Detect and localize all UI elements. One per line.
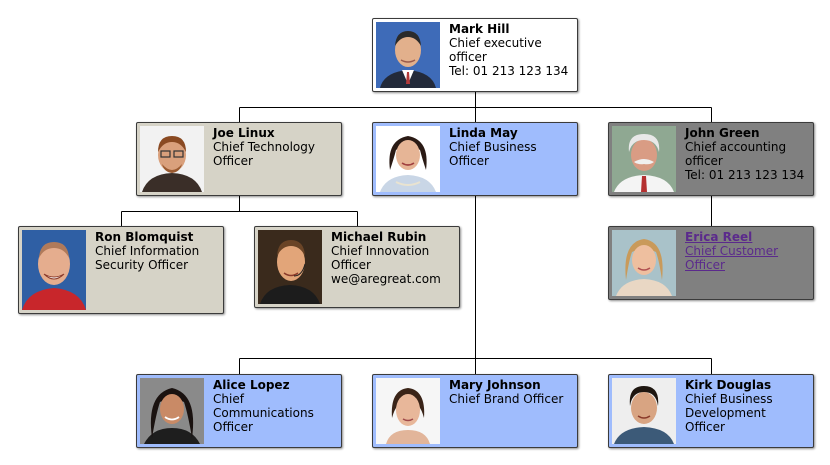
title-ron-blomquist-1: Chief Information (95, 244, 200, 258)
title-linda-may: Chief Business Officer (449, 140, 537, 168)
connector-ceo-to-row1 (239, 92, 712, 122)
title-joe-linux-2: Officer (213, 154, 253, 168)
title-john-green-1: Chief accounting (685, 140, 787, 154)
photo-michael-rubin (258, 230, 322, 304)
title-kirk-douglas-2: Development Officer (685, 406, 766, 434)
title-erica-reel: Chief Customer Officer (685, 244, 779, 272)
node-kirk-douglas[interactable]: Kirk Douglas Chief Business Development … (608, 374, 814, 448)
connector-joe-to-reports (121, 196, 358, 226)
photo-mary-johnson (376, 378, 440, 444)
node-mark-hill[interactable]: Mark Hill Chief executive officer Tel: 0… (372, 18, 578, 92)
phone-mark-hill: Tel: 01 213 123 134 (449, 64, 569, 78)
connector-linda-to-reports (239, 196, 712, 374)
title-alice-lopez-2: Officer (213, 420, 253, 434)
node-mary-johnson[interactable]: Mary Johnson Chief Brand Officer (372, 374, 578, 448)
name-mary-johnson: Mary Johnson (449, 378, 541, 392)
name-alice-lopez: Alice Lopez (213, 378, 290, 392)
photo-mark-hill (376, 22, 440, 88)
node-ron-blomquist[interactable]: Ron Blomquist Chief Information Security… (18, 226, 224, 314)
info-kirk-douglas: Kirk Douglas Chief Business Development … (685, 378, 809, 434)
node-joe-linux[interactable]: Joe Linux Chief Technology Officer (136, 122, 342, 196)
node-michael-rubin[interactable]: Michael Rubin Chief Innovation Officer w… (254, 226, 460, 308)
photo-linda-may (376, 126, 440, 192)
node-linda-may[interactable]: Linda May Chief Business Officer (372, 122, 578, 196)
title-michael-rubin-1: Chief Innovation (331, 244, 430, 258)
name-mark-hill: Mark Hill (449, 22, 510, 36)
phone-john-green: Tel: 01 213 123 134 (685, 168, 805, 182)
photo-kirk-douglas (612, 378, 676, 444)
email-michael-rubin: we@aregreat.com (331, 272, 441, 286)
title-mark-hill: Chief executive officer (449, 36, 542, 64)
photo-joe-linux (140, 126, 204, 192)
name-john-green: John Green (685, 126, 760, 140)
info-mary-johnson: Mary Johnson Chief Brand Officer (449, 378, 573, 406)
title-john-green-2: officer (685, 154, 723, 168)
node-erica-reel[interactable]: Erica Reel Chief Customer Officer (608, 226, 814, 300)
info-michael-rubin: Michael Rubin Chief Innovation Officer w… (331, 230, 455, 286)
title-kirk-douglas-1: Chief Business (685, 392, 773, 406)
name-kirk-douglas: Kirk Douglas (685, 378, 772, 392)
name-ron-blomquist: Ron Blomquist (95, 230, 194, 244)
info-linda-may: Linda May Chief Business Officer (449, 126, 573, 168)
photo-ron-blomquist (22, 230, 86, 310)
erica-reel-name-link[interactable]: Erica Reel (685, 230, 809, 244)
info-erica-reel: Erica Reel Chief Customer Officer (685, 230, 809, 272)
name-joe-linux: Joe Linux (213, 126, 275, 140)
name-linda-may: Linda May (449, 126, 518, 140)
title-mary-johnson: Chief Brand Officer (449, 392, 564, 406)
photo-alice-lopez (140, 378, 204, 444)
info-joe-linux: Joe Linux Chief Technology Officer (213, 126, 337, 168)
title-joe-linux-1: Chief Technology (213, 140, 315, 154)
node-alice-lopez[interactable]: Alice Lopez Chief Communications Officer (136, 374, 342, 448)
name-erica-reel: Erica Reel (685, 230, 753, 244)
name-michael-rubin: Michael Rubin (331, 230, 427, 244)
info-mark-hill: Mark Hill Chief executive officer Tel: 0… (449, 22, 573, 78)
title-michael-rubin-2: Officer (331, 258, 371, 272)
info-john-green: John Green Chief accounting officer Tel:… (685, 126, 809, 182)
photo-john-green (612, 126, 676, 192)
erica-reel-title-link[interactable]: Chief Customer Officer (685, 244, 809, 272)
title-ron-blomquist-2: Security Officer (95, 258, 189, 272)
title-alice-lopez-1: Chief Communications (213, 392, 314, 420)
node-john-green[interactable]: John Green Chief accounting officer Tel:… (608, 122, 814, 196)
photo-erica-reel (612, 230, 676, 296)
info-alice-lopez: Alice Lopez Chief Communications Officer (213, 378, 337, 434)
info-ron-blomquist: Ron Blomquist Chief Information Security… (95, 230, 219, 272)
